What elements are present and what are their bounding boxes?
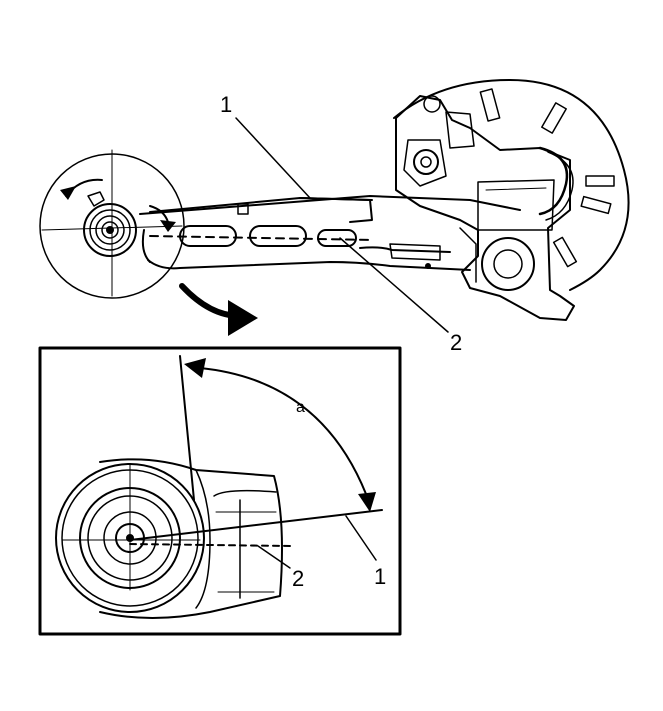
angle-label-a: a bbox=[296, 399, 305, 416]
detail-frame bbox=[38, 346, 402, 636]
angle-arc bbox=[184, 358, 376, 512]
detail-pointer-arrow bbox=[179, 283, 258, 336]
reference-line-vertical bbox=[179, 355, 195, 501]
knuckle-magnifier bbox=[393, 79, 630, 321]
detail-callout-1-leader bbox=[345, 515, 377, 561]
callout-1-leader bbox=[235, 117, 311, 199]
callout-1-top: 1 bbox=[220, 92, 232, 117]
callout-2-leader bbox=[339, 237, 449, 333]
callout-2-top: 2 bbox=[450, 330, 462, 355]
reference-line-arm bbox=[129, 509, 383, 541]
trailing-arm bbox=[139, 195, 521, 271]
callout-2-detail: 2 bbox=[292, 566, 304, 591]
callout-1-detail: 1 bbox=[374, 564, 386, 589]
detail-callout-2-leader bbox=[257, 545, 291, 569]
detail-arm bbox=[99, 458, 291, 619]
bushing-magnifier bbox=[39, 149, 185, 299]
detail-view: a 1 2 bbox=[38, 346, 402, 636]
detail-bushing bbox=[55, 463, 205, 613]
top-illustration: 1 2 bbox=[39, 79, 630, 355]
